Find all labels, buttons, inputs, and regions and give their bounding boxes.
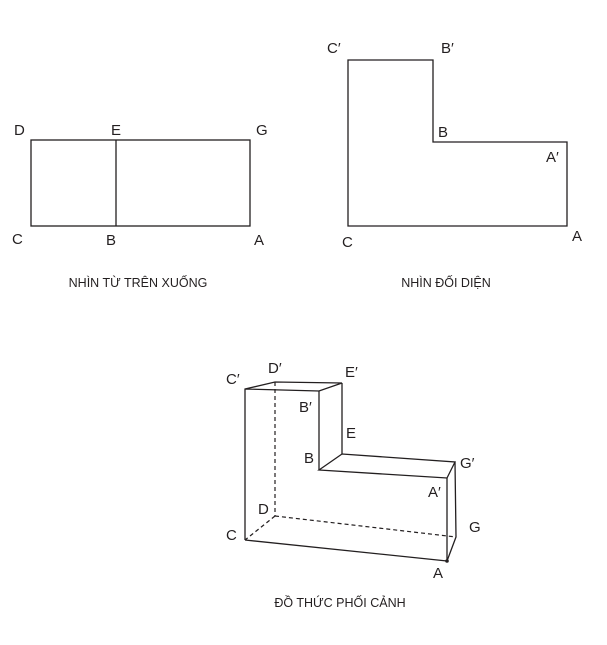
label-a-prime: A′ [428,484,441,501]
label-a: A [433,565,443,582]
label-d: D [14,122,25,139]
top-view: D E G C B A NHÌN TỪ TRÊN XUỐNG [12,122,268,290]
front-view-caption: NHÌN ĐỐI DIỆN [401,275,491,290]
top-view-rectangle [30,139,251,227]
label-b: B [106,232,116,249]
label-c: C [12,231,23,248]
label-g: G [256,122,268,139]
edge-g-prime-g-a [446,461,457,562]
front-view: C′ B′ B A′ C A NHÌN ĐỐI DIỆN [327,40,582,290]
label-b: B [304,450,314,467]
point-a [445,559,449,563]
label-e: E [111,122,121,139]
label-b-prime: B′ [299,399,312,416]
hidden-edge-d-c [244,515,276,541]
label-a: A [254,232,264,249]
edge-c-a [244,539,448,562]
perspective-view: C′ D′ E′ B′ E B G′ A′ D G C A ĐỒ THỨC PH… [226,360,481,610]
label-g-prime: G′ [460,455,475,472]
label-c: C [226,527,237,544]
label-c: C [342,234,353,251]
label-d: D [258,501,269,518]
top-view-caption: NHÌN TỪ TRÊN XUỐNG [69,275,208,290]
label-b: B [438,124,448,141]
top-face-left [244,381,343,540]
label-a-prime: A′ [546,149,559,166]
label-g: G [469,519,481,536]
label-c-prime: C′ [327,40,341,57]
label-d-prime: D′ [268,360,282,377]
label-e: E [346,425,356,442]
front-view-outline [347,59,568,227]
top-face-right [317,453,457,479]
perspective-view-caption: ĐỒ THỨC PHỐI CẢNH [274,595,405,610]
hidden-edge-d-g [274,515,457,538]
label-a: A [572,228,582,245]
label-b-prime: B′ [441,40,454,57]
label-e-prime: E′ [345,364,358,381]
label-c-prime: C′ [226,371,240,388]
